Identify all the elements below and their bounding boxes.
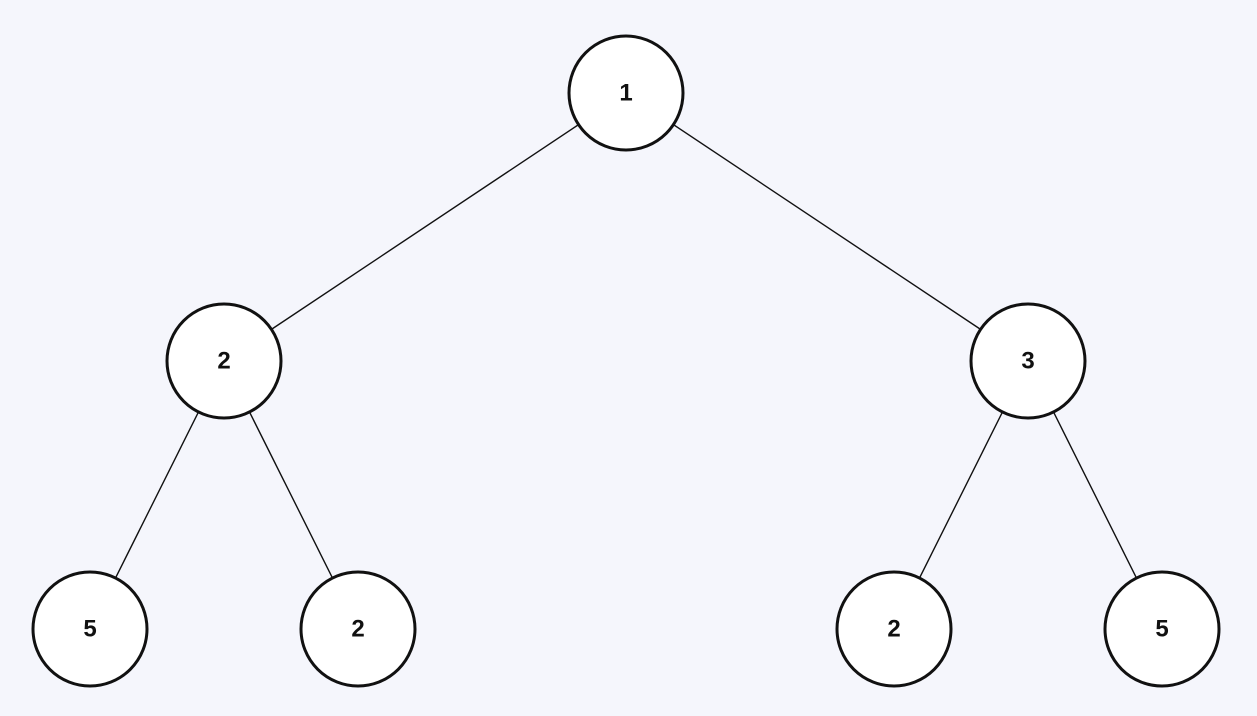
edge-right-to-right-right bbox=[1052, 411, 1138, 579]
node-value-label: 2 bbox=[351, 616, 364, 643]
node-circle bbox=[969, 302, 1087, 420]
node-value-label: 2 bbox=[217, 348, 230, 375]
node-circle bbox=[1103, 570, 1221, 688]
tree-node-root: 1 bbox=[567, 34, 685, 152]
edge-root-to-right bbox=[673, 124, 981, 330]
edge-left-to-left-right bbox=[248, 411, 334, 579]
tree-node-right-right: 5 bbox=[1103, 570, 1221, 688]
node-value-label: 2 bbox=[887, 616, 900, 643]
node-value-label: 3 bbox=[1021, 348, 1034, 375]
edge-right-to-right-left bbox=[918, 411, 1004, 579]
node-value-label: 5 bbox=[1155, 616, 1168, 643]
node-circle bbox=[299, 570, 417, 688]
tree-node-right-left: 2 bbox=[835, 570, 953, 688]
tree-node-left-left: 5 bbox=[31, 570, 149, 688]
tree-nodes: 1 2 3 5 2 2 5 bbox=[31, 34, 1221, 688]
node-value-label: 5 bbox=[83, 616, 96, 643]
edge-root-to-left bbox=[271, 124, 579, 330]
tree-node-right: 3 bbox=[969, 302, 1087, 420]
tree-node-left-right: 2 bbox=[299, 570, 417, 688]
node-circle bbox=[165, 302, 283, 420]
edge-left-to-left-left bbox=[114, 411, 200, 579]
node-value-label: 1 bbox=[619, 80, 632, 107]
node-circle bbox=[31, 570, 149, 688]
node-circle bbox=[567, 34, 685, 152]
node-circle bbox=[835, 570, 953, 688]
tree-node-left: 2 bbox=[165, 302, 283, 420]
tree-edges bbox=[114, 124, 1138, 579]
